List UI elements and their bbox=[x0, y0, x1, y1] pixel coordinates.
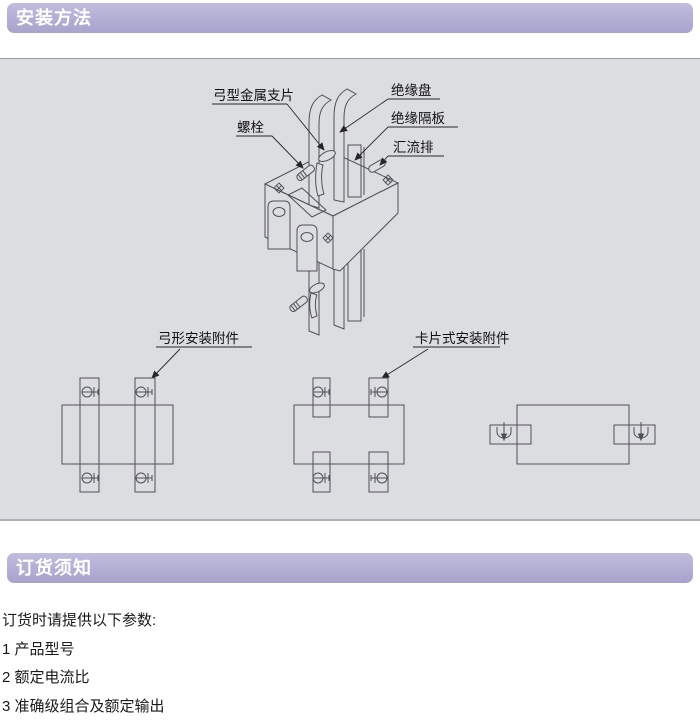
ordering-item-2: 2 额定电流比 bbox=[2, 664, 692, 693]
card-mount-front-view bbox=[294, 378, 404, 492]
section-header-ordering: 订货须知 bbox=[7, 553, 693, 583]
ordering-item-3: 3 准确级组合及额定输出 bbox=[2, 693, 692, 721]
bolt-side-icon bbox=[371, 387, 387, 397]
bolt-side-icon bbox=[136, 473, 152, 483]
bolt-side-icon bbox=[82, 387, 98, 397]
section-title-ordering: 订货须知 bbox=[16, 558, 92, 578]
bolt-side-icon bbox=[136, 387, 152, 397]
installation-drawing-panel: 弓型金属支片 螺栓 绝缘盘 绝缘隔板 汇流排 弓形安装附件 卡片式安装附件 bbox=[0, 58, 700, 521]
label-insulation-disc: 绝缘盘 bbox=[391, 82, 432, 98]
label-bolt: 螺栓 bbox=[237, 120, 264, 135]
section-title-installation: 安装方法 bbox=[16, 8, 92, 28]
side-mount-view bbox=[490, 405, 655, 464]
bolt-side-icon bbox=[313, 473, 329, 483]
isometric-assembly-drawing bbox=[265, 89, 398, 335]
bolt-side-icon bbox=[313, 387, 329, 397]
technical-drawing: 弓型金属支片 螺栓 绝缘盘 绝缘隔板 汇流排 弓形安装附件 卡片式安装附件 bbox=[0, 59, 700, 519]
section-header-installation: 安装方法 bbox=[7, 3, 693, 33]
label-insulation-baffle: 绝缘隔板 bbox=[391, 111, 445, 126]
ordering-item-1: 1 产品型号 bbox=[2, 636, 692, 665]
bolt-side-icon bbox=[371, 473, 387, 483]
bow-mount-front-view bbox=[62, 378, 173, 492]
ordering-notes: 订货时请提供以下参数: 1 产品型号 2 额定电流比 3 准确级组合及额定输出 bbox=[2, 607, 692, 721]
label-bow-metal-clip: 弓型金属支片 bbox=[213, 88, 294, 103]
ordering-intro: 订货时请提供以下参数: bbox=[2, 607, 692, 636]
label-bow-mount-accessory: 弓形安装附件 bbox=[158, 331, 239, 346]
bolt-side-icon bbox=[82, 473, 98, 483]
label-card-mount-accessory: 卡片式安装附件 bbox=[415, 331, 510, 346]
label-busbar: 汇流排 bbox=[393, 140, 434, 155]
